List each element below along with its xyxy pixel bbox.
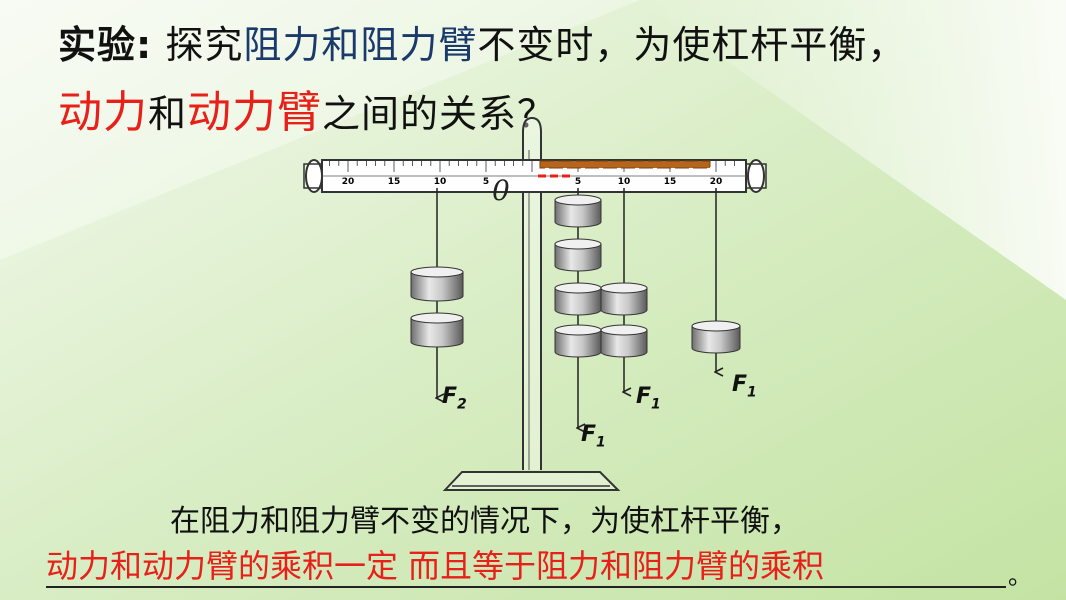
title-line-2-rest: 之间的关系？ [322, 92, 557, 136]
conclusion-line-1: 在阻力和阻力臂不变的情况下，为使杠杆平衡， [170, 504, 800, 539]
origin-label: 0 [492, 174, 510, 207]
title-explore-word: 探究 [165, 23, 244, 67]
hanging-weight [554, 194, 602, 228]
title-force-word: 动力 [58, 87, 148, 138]
label-f1-right: F1 [732, 372, 757, 401]
hanging-weight [691, 320, 741, 354]
hanging-weight [600, 324, 648, 358]
hanging-weight [554, 238, 602, 272]
conclusion-equal-resistance: 而且等于阻力和阻力臂的乘积 [408, 547, 825, 585]
label-f1-middle: F1 [636, 384, 661, 413]
title-and-word: 和 [148, 92, 188, 136]
ruler-number-left: 15 [388, 177, 401, 187]
ruler-number-right: 20 [710, 177, 723, 187]
hanging-weight [600, 282, 648, 316]
title-force-arm-word: 动力臂 [187, 87, 323, 138]
conclusion-period: 。 [1008, 562, 1032, 590]
label-f1-left: F1 [581, 422, 606, 451]
ruler-number-left: 20 [342, 177, 355, 187]
hanging-weight [554, 324, 602, 358]
stand [442, 116, 621, 491]
label-f2: F2 [442, 384, 467, 413]
title-line-1: 实验: 探究阻力和阻力臂不变时，为使杠杆平衡， [58, 14, 906, 69]
hanging-weight [554, 282, 602, 316]
hanging-weight [410, 266, 464, 302]
title-colon: : [136, 23, 153, 67]
hanging-weight [410, 312, 464, 348]
title-line-2: 动力和动力臂之间的关系？ [58, 76, 556, 140]
ruler-number-left: 10 [434, 177, 447, 187]
weight-markers [538, 160, 711, 178]
conclusion-product-constant: 动力和动力臂的乘积一定 [46, 547, 399, 585]
conclusion-line-2: 动力和动力臂的乘积一定而且等于阻力和阻力臂的乘积 [46, 546, 1006, 588]
ruler-number-right: 15 [664, 177, 677, 187]
weights [410, 194, 741, 358]
ruler-number-left: 5 [483, 177, 489, 187]
ruler-number-right: 5 [575, 177, 581, 187]
title-experiment-label: 实验 [58, 23, 137, 67]
title-line-1-rest: 不变时，为使杠杆平衡， [477, 23, 907, 67]
ruler-number-right: 10 [618, 177, 631, 187]
title-resistance-phrase: 阻力和阻力臂 [243, 23, 478, 67]
